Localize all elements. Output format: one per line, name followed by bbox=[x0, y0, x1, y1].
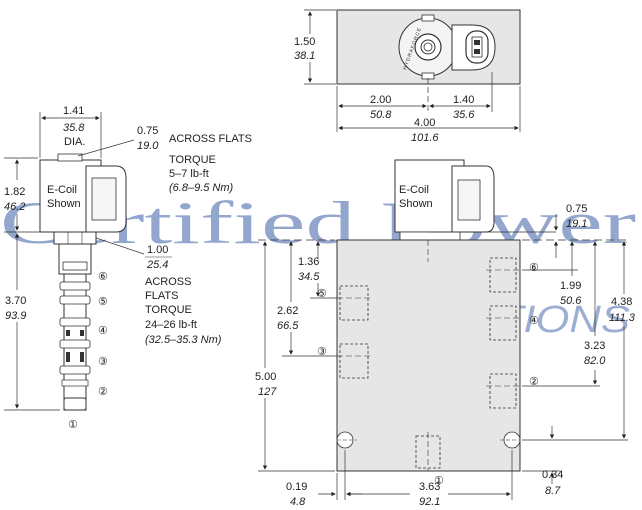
dim-cart-hex-mm: 25.4 bbox=[146, 259, 168, 271]
dim-cart-coil-in: 1.82 bbox=[4, 186, 25, 198]
body-coil-label2: Shown bbox=[399, 198, 433, 210]
body-port-6: ⑥ bbox=[529, 262, 539, 274]
dim-body-019-in: 0.19 bbox=[286, 481, 307, 493]
body-port-5: ⑤ bbox=[317, 288, 327, 300]
dim-body-034-mm: 8.7 bbox=[545, 485, 561, 497]
dim-body-500-in: 5.00 bbox=[255, 371, 276, 383]
dim-body-363-in: 3.63 bbox=[419, 481, 440, 493]
dim-cart-nut-mm: 19.0 bbox=[137, 140, 159, 152]
cartridge-coil-label1: E-Coil bbox=[47, 184, 77, 196]
cart-nut-torque-lbft: 5–7 lb-ft bbox=[169, 168, 209, 180]
cartridge-coil-label2: Shown bbox=[47, 198, 81, 210]
cart-hex-torque-nm: (32.5–35.3 Nm) bbox=[145, 334, 222, 346]
body-coil-label1: E-Coil bbox=[399, 184, 429, 196]
dim-top-right-mm: 35.6 bbox=[453, 109, 475, 121]
dim-body-075-in: 0.75 bbox=[566, 203, 587, 215]
dim-top-left-in: 2.00 bbox=[370, 94, 391, 106]
body-port-4: ④ bbox=[529, 315, 539, 327]
cart-hex-torque: TORQUE bbox=[145, 304, 192, 316]
cartridge-hex bbox=[53, 231, 97, 245]
body-port-3: ③ bbox=[317, 346, 327, 358]
top-view: HYDRAFORCE 1.50 38.1 2.00 50.8 1.40 35.6… bbox=[294, 9, 521, 144]
dim-body-136-in: 1.36 bbox=[298, 256, 319, 268]
cart-port-4: ④ bbox=[98, 325, 108, 337]
dim-body-199-mm: 50.6 bbox=[560, 295, 582, 307]
dim-top-width-mm: 101.6 bbox=[411, 132, 439, 144]
mounting-holes bbox=[336, 431, 521, 449]
dim-cart-len-mm: 93.9 bbox=[5, 310, 26, 322]
cart-nut-torque-nm: (6.8–9.5 Nm) bbox=[169, 182, 234, 194]
dim-cart-dia-label: DIA. bbox=[64, 136, 85, 148]
cart-nut-across: ACROSS FLATS bbox=[169, 133, 252, 145]
dim-cart-hex-in: 1.00 bbox=[147, 244, 168, 256]
body-port-2: ② bbox=[529, 376, 539, 388]
dim-body-500-mm: 127 bbox=[258, 386, 277, 398]
dim-body-034-in: 0.34 bbox=[542, 469, 563, 481]
cart-nut-torque: TORQUE bbox=[169, 154, 216, 166]
cart-hex-across2: FLATS bbox=[145, 290, 178, 302]
cartridge-view: E-Coil Shown 1.41 35.8 DIA. 0.75 19.0 AC… bbox=[4, 105, 252, 431]
dim-body-019-mm: 4.8 bbox=[290, 496, 306, 508]
dim-cart-nut-in: 0.75 bbox=[137, 125, 158, 137]
dim-cart-dia-mm: 35.8 bbox=[63, 122, 85, 134]
dim-top-left-mm: 50.8 bbox=[370, 109, 392, 121]
dim-body-136-mm: 34.5 bbox=[298, 271, 320, 283]
dim-body-438-in: 4.38 bbox=[611, 296, 632, 308]
dim-top-height-in: 1.50 bbox=[294, 36, 315, 48]
dim-body-262-mm: 66.5 bbox=[277, 320, 299, 332]
cart-port-2: ② bbox=[98, 386, 108, 398]
dim-body-363-mm: 92.1 bbox=[419, 496, 440, 508]
dim-body-199-in: 1.99 bbox=[560, 280, 581, 292]
cart-port-3: ③ bbox=[98, 356, 108, 368]
dim-body-438-mm: 111.3 bbox=[609, 312, 636, 324]
dim-body-323-mm: 82.0 bbox=[584, 355, 606, 367]
dim-cart-len-in: 3.70 bbox=[5, 295, 26, 307]
cart-port-5: ⑤ bbox=[98, 296, 108, 308]
dim-cart-dia-in: 1.41 bbox=[63, 105, 84, 117]
manifold-body bbox=[336, 239, 521, 472]
dim-top-right-in: 1.40 bbox=[453, 94, 474, 106]
dim-body-262-in: 2.62 bbox=[277, 305, 298, 317]
cart-port-6: ⑥ bbox=[98, 271, 108, 283]
dim-body-323-in: 3.23 bbox=[584, 340, 605, 352]
cart-hex-torque-lbft: 24–26 lb-ft bbox=[145, 319, 197, 331]
dim-top-width-in: 4.00 bbox=[414, 117, 435, 129]
body-view: E-Coil Shown bbox=[255, 159, 636, 508]
dim-body-075-mm: 19.1 bbox=[566, 218, 587, 230]
cart-hex-across1: ACROSS bbox=[145, 276, 191, 288]
cart-port-1: ① bbox=[68, 419, 78, 431]
body-port-1: ① bbox=[434, 475, 444, 487]
dim-cart-coil-mm: 46.2 bbox=[4, 201, 25, 213]
dim-top-height-mm: 38.1 bbox=[294, 50, 315, 62]
